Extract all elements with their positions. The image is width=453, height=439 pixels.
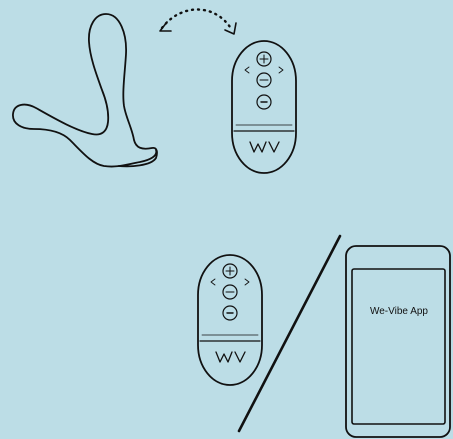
remote-control-bottom [198, 255, 262, 385]
phone-body [346, 246, 450, 437]
arrowhead-right-icon [225, 23, 236, 34]
separator-slash [239, 236, 340, 431]
chevron-left-icon [245, 67, 249, 73]
phone-screen [352, 269, 445, 424]
device-illustration [13, 14, 157, 167]
chevron-right-icon [245, 279, 249, 285]
phone-illustration [346, 246, 450, 437]
chevron-right-icon [279, 67, 283, 73]
device-outline [13, 14, 157, 167]
remote-control-top [232, 41, 296, 173]
plus-glyph [260, 55, 268, 63]
chevron-left-icon [211, 279, 215, 285]
plus-glyph [226, 267, 234, 275]
wv-logo [250, 142, 279, 152]
phone-screen-text: We-Vibe App [357, 306, 441, 317]
connection-arrow [160, 10, 236, 35]
wv-logo [216, 352, 245, 362]
dotted-arc [162, 10, 232, 31]
